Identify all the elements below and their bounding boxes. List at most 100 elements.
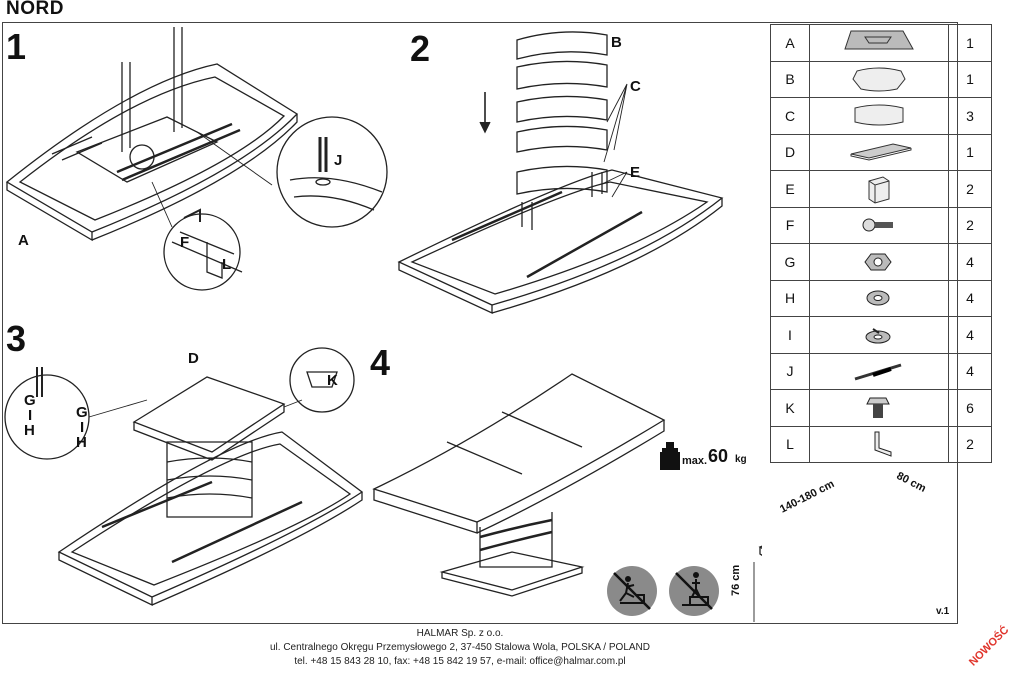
step2-assembly-drawing (397, 31, 724, 315)
version-label: v.1 (936, 606, 950, 617)
mounting-plate-icon (850, 143, 912, 161)
part-letter: E (770, 170, 810, 208)
step1-detail-j (196, 116, 388, 228)
part-quantity: 2 (948, 170, 992, 208)
part-letter: K (770, 389, 810, 427)
max-load-value: 60 (708, 446, 729, 466)
callout-b: B (611, 34, 622, 51)
part-letter: C (770, 97, 810, 135)
step1-detail-fl (151, 181, 243, 291)
part-letter: F (770, 206, 810, 244)
part-letter: A (770, 24, 810, 62)
part-image (809, 97, 949, 135)
part-letter: H (770, 279, 810, 317)
dimension-drawing (753, 545, 762, 622)
callout-l: L (222, 256, 232, 273)
part-letter: D (770, 133, 810, 171)
callout-g-right: G (76, 404, 88, 421)
weight-icon (660, 442, 680, 470)
callout-e: E (630, 164, 641, 181)
part-image (809, 425, 949, 463)
callout-j: J (334, 152, 343, 169)
part-image (809, 24, 949, 62)
part-quantity: 2 (948, 425, 992, 463)
no-climbing-icon (607, 566, 657, 616)
part-quantity: 4 (948, 279, 992, 317)
bolt-icon (854, 363, 902, 381)
part-letter: B (770, 60, 810, 98)
part-image (809, 316, 949, 354)
part-image (809, 206, 949, 244)
product-name: NORD (6, 0, 64, 19)
step4-finished-table (372, 373, 666, 597)
footer-company: HALMAR Sp. z o.o. (416, 628, 504, 639)
callout-d: D (188, 350, 199, 367)
part-image (809, 60, 949, 98)
part-quantity: 3 (948, 97, 992, 135)
bracket-block-icon (868, 176, 890, 204)
step-number-1: 1 (6, 26, 27, 67)
part-letter: G (770, 243, 810, 281)
part-quantity: 1 (948, 133, 992, 171)
callout-i-right: I (80, 419, 85, 436)
part-image (809, 352, 949, 390)
part-image (809, 389, 949, 427)
no-standing-icon (669, 566, 719, 616)
part-image (809, 243, 949, 281)
max-load-label: max. (682, 455, 708, 467)
part-quantity: 2 (948, 206, 992, 244)
part-letter: J (770, 352, 810, 390)
part-quantity: 4 (948, 316, 992, 354)
callout-g-left: G (24, 392, 36, 409)
part-letter: I (770, 316, 810, 354)
step-number-2: 2 (410, 28, 431, 69)
part-letter: L (770, 425, 810, 463)
step-number-4: 4 (370, 342, 391, 383)
part-image (809, 279, 949, 317)
assembly-drawings (4, 27, 762, 622)
part-quantity: 1 (948, 60, 992, 98)
part-quantity: 1 (948, 24, 992, 62)
height-dimension: 76 cm (730, 564, 742, 596)
callout-k: K (327, 372, 338, 389)
base-segment-icon (854, 104, 904, 126)
part-quantity: 4 (948, 243, 992, 281)
callout-c: C (630, 78, 641, 95)
part-quantity: 6 (948, 389, 992, 427)
short-bolt-icon (866, 397, 890, 418)
callout-h-right: H (76, 434, 87, 451)
callout-h-left: H (24, 422, 35, 439)
washer-icon (866, 290, 890, 306)
part-image (809, 170, 949, 208)
part-image (809, 133, 949, 171)
tabletop-icon (844, 30, 914, 50)
base-cover-icon (852, 67, 906, 92)
screw-icon (862, 218, 893, 232)
spring-washer-icon (865, 327, 891, 344)
callout-i-left: I (28, 407, 33, 424)
max-load-unit: kg (735, 454, 747, 465)
footer-address: ul. Centralnego Okręgu Przemysłowego 2, … (269, 642, 650, 653)
footer-contact: tel. +48 15 843 28 10, fax: +48 15 842 1… (294, 656, 626, 667)
part-quantity: 4 (948, 352, 992, 390)
step3-assembly-drawing (4, 347, 364, 607)
angle-bracket-icon (874, 431, 892, 457)
callout-f: F (180, 234, 190, 251)
nut-icon (864, 253, 892, 271)
step-number-3: 3 (6, 318, 27, 359)
new-badge: NOWOŚĆ (967, 624, 1012, 669)
callout-a: A (18, 232, 29, 249)
